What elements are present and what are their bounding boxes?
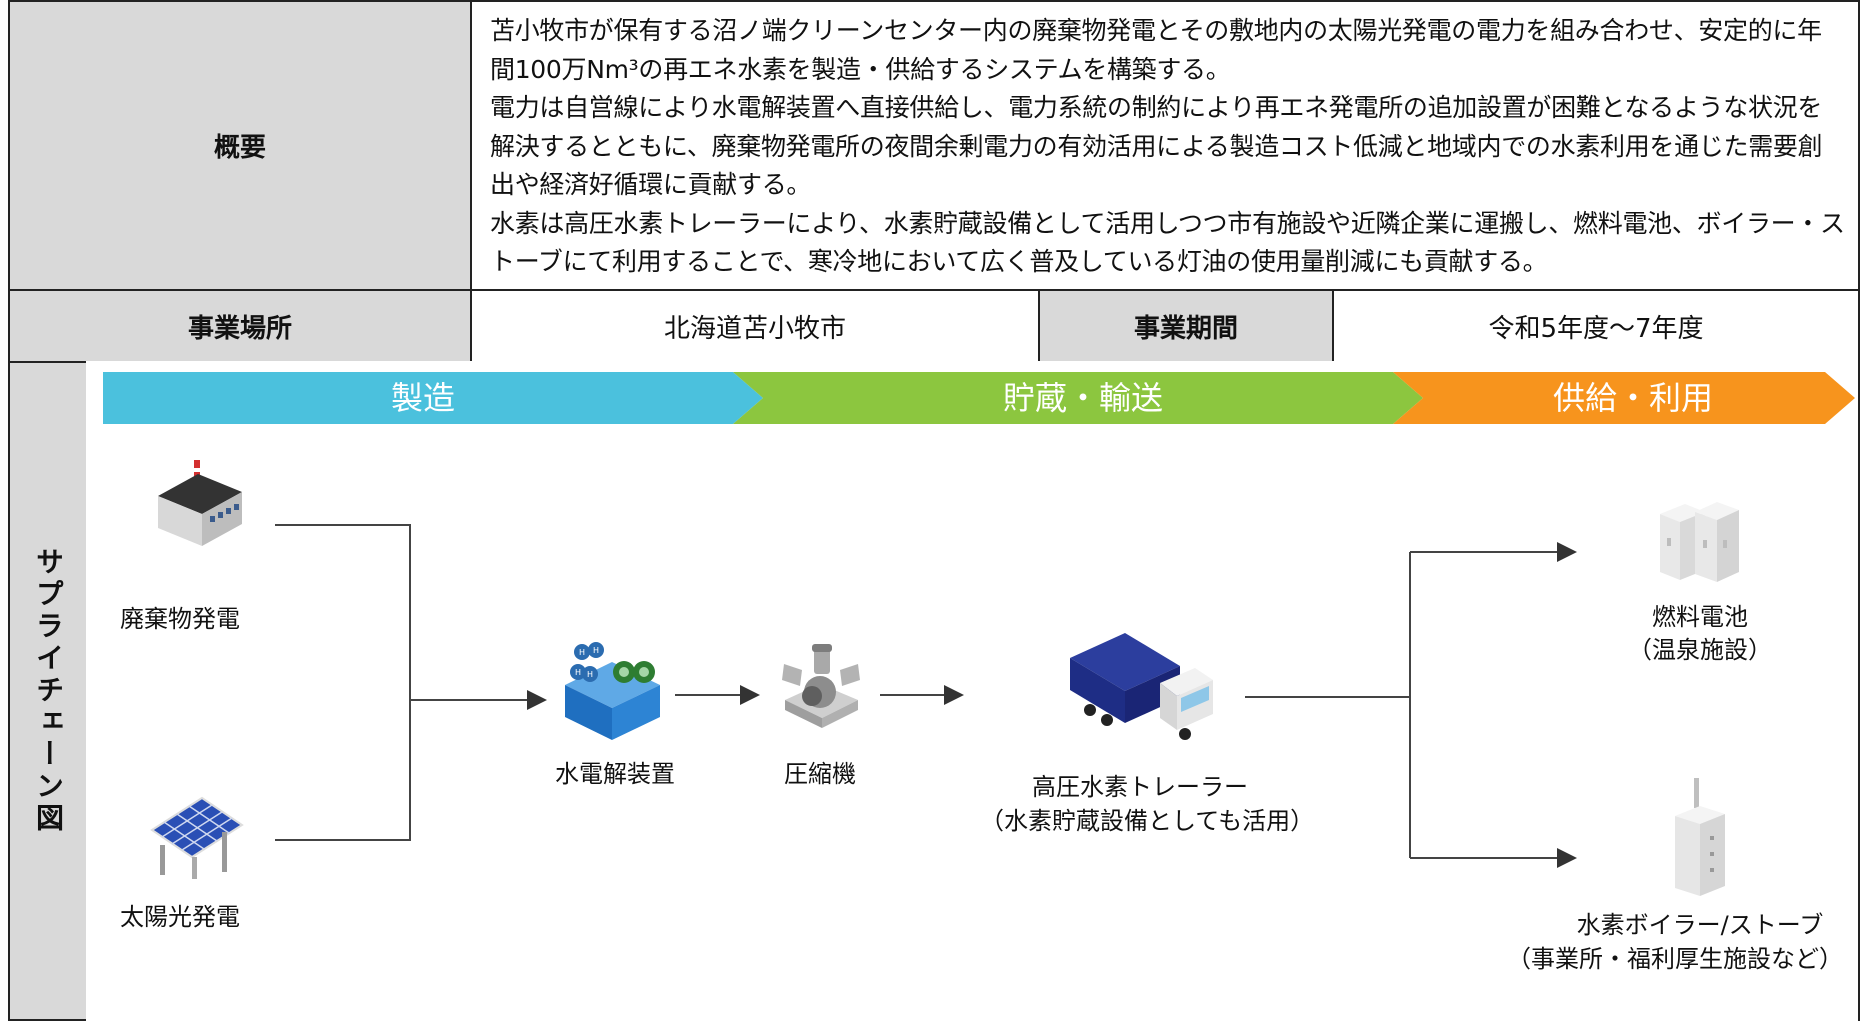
svg-text:H: H <box>587 670 593 679</box>
boiler-label: 水素ボイラー/ストーブ <box>1576 911 1824 939</box>
svg-text:H: H <box>575 668 581 677</box>
hydrogen-trailer-icon <box>1070 633 1213 740</box>
waste-power-plant-icon <box>158 460 242 546</box>
trailer-sublabel: （水素貯蔵設備としても活用） <box>980 807 1315 835</box>
svg-text:H: H <box>579 648 585 657</box>
waste-power-label: 廃棄物発電 <box>120 605 240 633</box>
connector-solar-to-merge <box>275 700 411 841</box>
boiler-icon <box>1675 778 1725 896</box>
stage-production-label: 製造 <box>390 379 455 417</box>
location-value-cell: 北海道苫小牧市 <box>470 289 1040 363</box>
compressor-icon <box>782 644 860 728</box>
supply-chain-area <box>86 361 1860 1021</box>
period-value-cell: 令和5年度～7年度 <box>1332 289 1860 363</box>
period-label: 事業期間 <box>1133 313 1238 344</box>
trailer-label: 高圧水素トレーラー <box>1032 773 1248 801</box>
location-label: 事業場所 <box>187 313 292 344</box>
fuel-cell-sublabel: （温泉施設） <box>1628 636 1772 664</box>
boiler-sublabel: （事業所・福利厚生施設など） <box>1507 945 1843 973</box>
stage-supply-band <box>1393 372 1855 424</box>
stage-bar: 製造 貯蔵・輸送 供給・利用 <box>103 372 1855 424</box>
supply-chain-title: サプライチェーン図 <box>32 547 65 835</box>
fuel-cell-icon <box>1660 502 1739 582</box>
period-value: 令和5年度～7年度 <box>1488 313 1704 344</box>
location-value: 北海道苫小牧市 <box>663 313 846 344</box>
stage-storage-band <box>733 372 1423 424</box>
solar-power-label: 太陽光発電 <box>120 903 240 931</box>
fuel-cell-label: 燃料電池 <box>1652 603 1748 631</box>
summary-label-cell: 概要 <box>8 0 472 291</box>
connector-waste-to-merge <box>275 524 411 700</box>
stage-storage-label: 貯蔵・輸送 <box>1002 379 1163 417</box>
summary-label: 概要 <box>213 133 266 163</box>
period-label-cell: 事業期間 <box>1038 289 1334 363</box>
stage-supply-label: 供給・利用 <box>1552 379 1713 417</box>
summary-text: 苫小牧市が保有する沼ノ端クリーンセンター内の廃棄物発電とその敷地内の太陽光発電の… <box>490 16 1845 276</box>
stage-production-band <box>103 372 763 424</box>
svg-text:H: H <box>593 646 599 655</box>
electrolyzer-label: 水電解装置 <box>555 760 675 788</box>
stage-bar-graphic <box>103 372 1855 424</box>
solar-panel-icon <box>150 796 244 879</box>
compressor-label: 圧縮機 <box>784 760 856 788</box>
